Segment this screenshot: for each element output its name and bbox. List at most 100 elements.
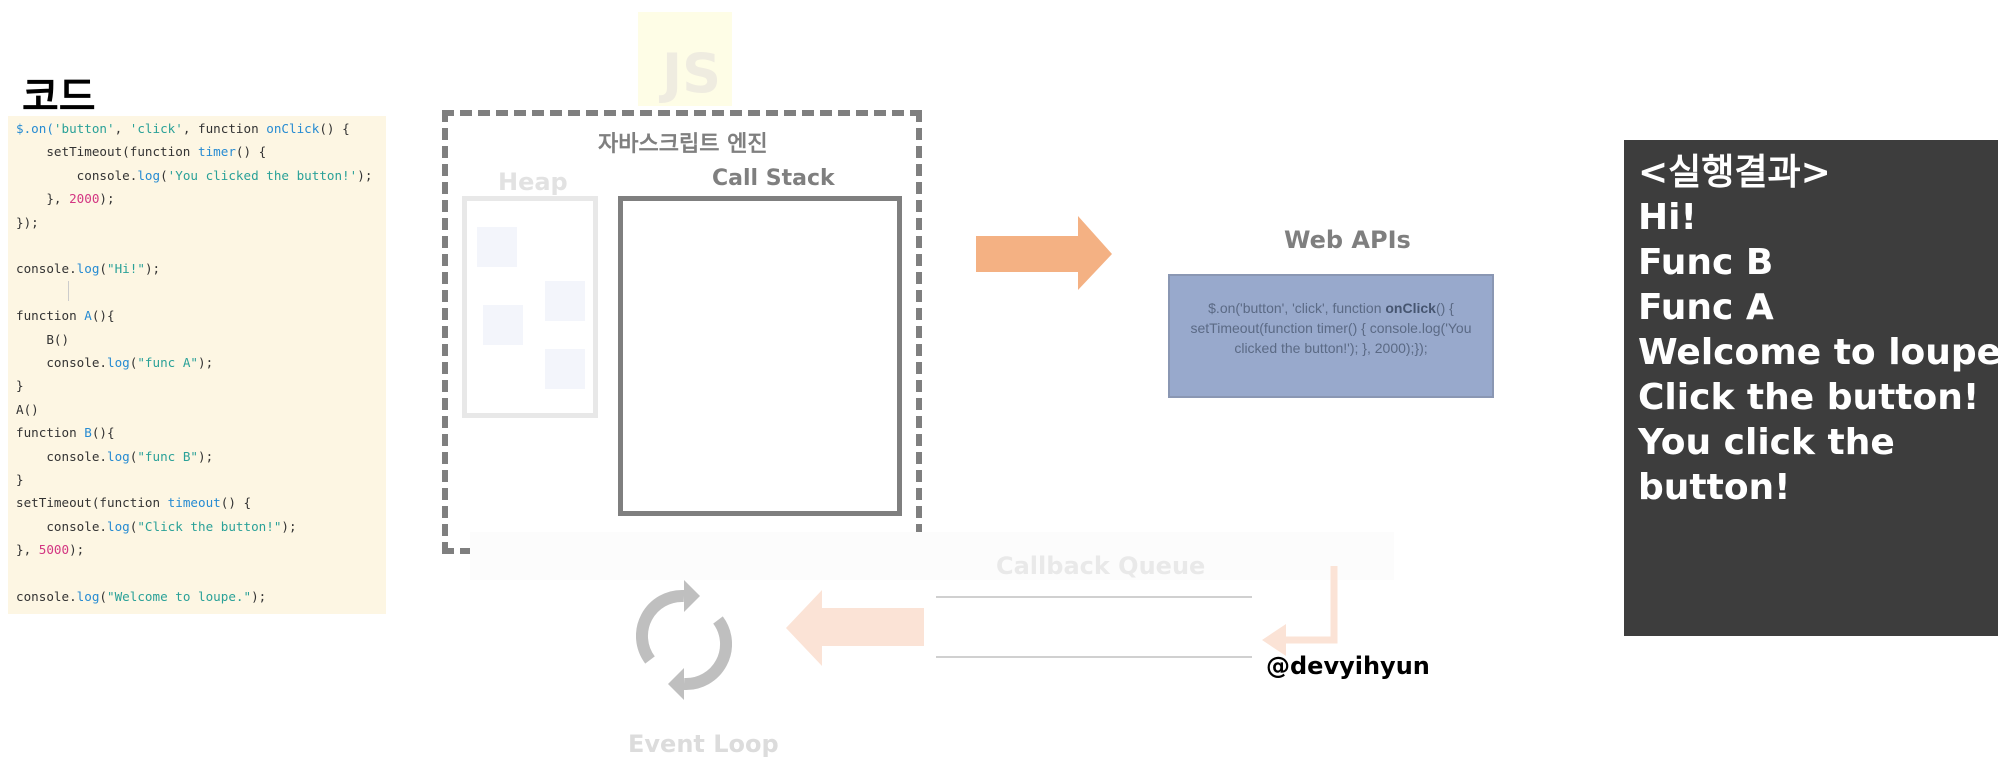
code-token: log [137, 167, 161, 183]
code-token: timer [197, 144, 236, 160]
code-title: 코드 [22, 74, 96, 120]
code-token: , [114, 121, 130, 136]
code-line: setTimeout(function timeout() { [16, 495, 251, 511]
web-apis-code-after: () { setTimeout(function timer() { conso… [1190, 300, 1472, 356]
code-token: }); [16, 214, 39, 230]
author-handle: @devyihyun [1266, 652, 1430, 680]
result-line: Func A [1638, 287, 1774, 328]
code-token: log [107, 448, 130, 464]
call-stack-label: Call Stack [712, 166, 835, 191]
code-token: B() [16, 331, 70, 347]
event-loop-label: Event Loop [628, 730, 779, 758]
result-line: Hi! [1638, 197, 1697, 238]
result-line: Func B [1638, 242, 1774, 283]
indent-guide [68, 281, 69, 301]
code-line: function B(){ [16, 425, 115, 441]
code-token: }, [16, 191, 70, 207]
code-line: function A(){ [16, 308, 115, 324]
code-token: } [16, 472, 24, 487]
code-token: timeout [167, 495, 221, 511]
web-apis-code-bold: onClick [1385, 300, 1436, 316]
code-token: 'click' [129, 121, 183, 136]
web-apis-box: $.on('button', 'click', function onClick… [1168, 274, 1494, 398]
code-token: ); [281, 518, 297, 534]
code-token: $.on( [16, 121, 54, 136]
code-token: ( [129, 448, 138, 464]
code-token: , function [182, 121, 267, 136]
code-line: $.on('button', 'click', function onClick… [16, 121, 350, 137]
heap-box [462, 196, 598, 418]
code-token: ( [129, 518, 138, 534]
code-token: 2000 [69, 191, 100, 207]
code-token: ); [357, 167, 373, 183]
arrow-down-left-icon [1262, 566, 1338, 656]
code-token: ); [99, 191, 115, 207]
code-token: () { [235, 144, 267, 160]
callback-queue-label: Callback Queue [996, 552, 1206, 580]
code-token: ); [69, 542, 85, 558]
code-token: 'You clicked the button!' [167, 167, 358, 183]
code-line: console.log('You clicked the button!'); [16, 167, 373, 184]
code-token: ( [129, 355, 138, 370]
code-token: ( [99, 261, 108, 277]
code-line: console.log("Hi!"); [16, 261, 160, 277]
code-line: }, 5000); [16, 542, 84, 558]
code-token: 5000 [38, 542, 70, 558]
code-token: ); [144, 261, 161, 277]
code-token: A() [16, 401, 39, 417]
code-line: A() [16, 402, 39, 418]
code-line: } [16, 378, 24, 394]
result-title: <실행결과> [1638, 152, 1831, 193]
js-logo-text: JS [662, 42, 721, 105]
code-token: (){ [91, 425, 115, 441]
js-logo [638, 12, 732, 106]
code-token: log [107, 518, 130, 534]
code-line: }, 2000); [16, 191, 115, 207]
code-token: } [16, 378, 24, 394]
code-token: console. [16, 589, 77, 604]
code-token: ); [251, 589, 267, 604]
code-token: 'button' [53, 121, 115, 136]
code-token: log [76, 261, 100, 277]
code-token: console. [16, 518, 107, 534]
call-stack-box [618, 196, 902, 516]
result-line: You click the [1638, 422, 1895, 463]
code-token: (){ [91, 308, 115, 324]
code-token: A [84, 308, 92, 324]
code-token: "Welcome to loupe." [107, 589, 252, 604]
code-token: setTimeout(function [16, 144, 198, 160]
code-token: setTimeout(function [16, 495, 168, 511]
code-token: ( [99, 589, 108, 604]
code-panel: $.on('button', 'click', function onClick… [8, 116, 386, 614]
code-line: } [16, 472, 24, 488]
code-token: console. [16, 448, 107, 464]
arrow-right-icon [976, 216, 1112, 290]
code-token: console. [16, 355, 107, 370]
code-line: console.log("Click the button!"); [16, 518, 297, 535]
code-line: B() [16, 332, 69, 348]
heap-label: Heap [498, 168, 568, 196]
code-token: console. [16, 167, 138, 183]
code-token: "Click the button!" [137, 518, 282, 534]
code-token: log [107, 355, 130, 370]
web-apis-code-before: $.on('button', 'click', function [1208, 300, 1386, 316]
heap-object [477, 227, 517, 267]
code-token: ); [198, 355, 214, 370]
code-token: () { [319, 121, 350, 136]
web-apis-label: Web APIs [1284, 226, 1411, 254]
code-token: }, [16, 542, 39, 558]
callback-queue-shade [470, 532, 1394, 580]
heap-object [545, 281, 585, 321]
code-line: console.log("func A"); [16, 355, 213, 371]
heap-object [545, 349, 585, 389]
result-line: button! [1638, 467, 1791, 508]
code-token: B [84, 425, 92, 441]
callback-queue-bottom-line [936, 656, 1252, 658]
code-token: log [76, 589, 100, 604]
code-token: ); [198, 448, 214, 464]
code-token: ( [160, 167, 168, 183]
callback-queue-top-line [936, 596, 1252, 598]
js-engine-title: 자바스크립트 엔진 [598, 132, 768, 157]
